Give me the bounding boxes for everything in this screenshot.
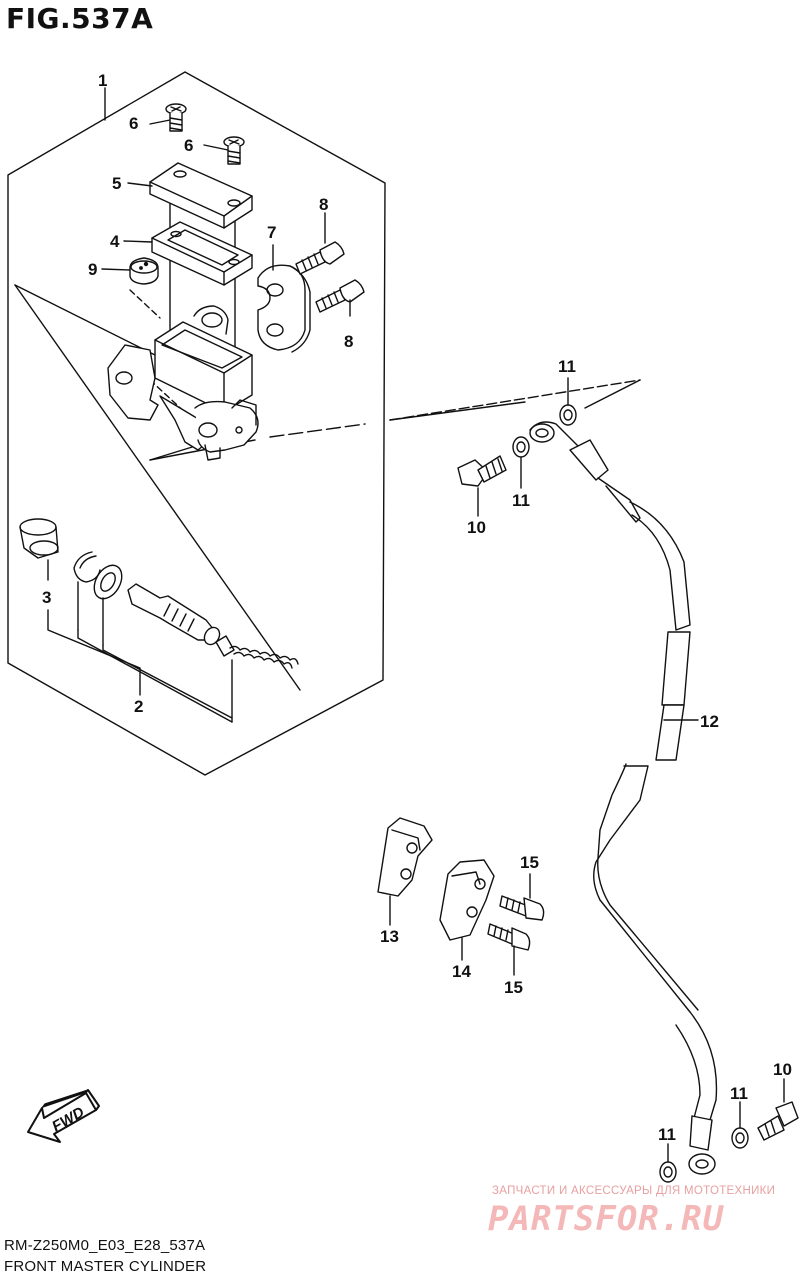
bolt-15a-icon [499, 895, 545, 921]
diagram-code: RM-Z250M0_E03_E28_537A [4, 1237, 206, 1254]
master-cylinder-body-icon [107, 305, 259, 461]
callout-11c: 11 [730, 1084, 748, 1103]
banjo-bolt-bottom-icon [757, 1101, 799, 1141]
callout-9: 9 [88, 260, 97, 279]
leader-lines [101, 119, 785, 1163]
callout-15a: 15 [520, 853, 539, 872]
clamp-bracket-icon [257, 264, 311, 353]
callout-15b: 15 [504, 978, 523, 997]
callout-1: 1 [98, 71, 107, 90]
bolt-15b-icon [487, 923, 531, 951]
callout-6a: 6 [129, 114, 138, 133]
diagram-caption: FRONT MASTER CYLINDER [4, 1258, 207, 1275]
washer-icon [93, 564, 123, 646]
dust-boot-icon [19, 518, 59, 581]
callout-12: 12 [700, 712, 719, 731]
callout-3: 3 [42, 588, 51, 607]
callout-11a: 11 [558, 357, 576, 376]
hose-guide-13-icon [377, 817, 433, 897]
watermark-subtitle: ЗАПЧАСТИ И АКСЕССУАРЫ ДЛЯ МОТОТЕХНИКИ [492, 1185, 776, 1197]
bolt-8a-icon [295, 241, 345, 275]
washer-11-icons [512, 404, 749, 1183]
callout-13: 13 [380, 927, 399, 946]
diaphragm-plate-icon [151, 221, 253, 286]
callout-10a: 10 [467, 518, 486, 537]
figure-title: FIG.537A [6, 2, 154, 35]
callout-6b: 6 [184, 136, 193, 155]
callout-11d: 11 [658, 1125, 676, 1144]
callout-4: 4 [110, 232, 120, 251]
callout-8b: 8 [344, 332, 353, 351]
screw-6b-icon [223, 136, 245, 165]
callout-5: 5 [112, 174, 121, 193]
banjo-bolt-top-icon [457, 455, 507, 487]
bolt-8b-icon [315, 279, 365, 313]
fwd-arrow-icon: FWD [27, 1089, 100, 1143]
piston-spring-icon [127, 583, 299, 723]
circlip-icon [73, 551, 101, 631]
screw-6a-icon [165, 103, 187, 132]
brake-hose-icon [529, 421, 718, 1175]
reservoir-cover-icon [149, 162, 253, 229]
callout-8a: 8 [319, 195, 328, 214]
callout-11b: 11 [512, 491, 530, 510]
sight-glass-icon [129, 257, 159, 285]
group-bracket-lines [47, 609, 233, 723]
callout-2: 2 [134, 697, 143, 716]
watermark-logo: PARTSFOR.RU [488, 1199, 725, 1239]
callout-14: 14 [452, 962, 471, 981]
assembly-frame [7, 71, 386, 776]
callout-7: 7 [267, 223, 276, 242]
callout-10b: 10 [773, 1060, 792, 1079]
hose-guide-14-icon [439, 859, 495, 941]
